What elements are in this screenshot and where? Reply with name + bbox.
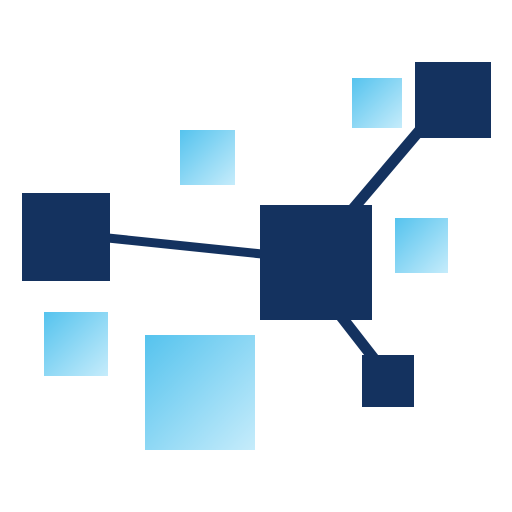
node-left: [22, 193, 110, 281]
tile-top-center: [180, 130, 235, 185]
link-hub-to-top-right: [347, 126, 425, 214]
node-bottom-right: [362, 355, 414, 407]
link-hub-to-bottom-right: [335, 311, 380, 364]
tile-bottom-large: [145, 335, 255, 450]
tile-top-right-small: [352, 78, 402, 128]
link-left-to-hub: [107, 233, 263, 259]
node-hub: [260, 205, 372, 320]
tile-left-lower: [44, 312, 108, 376]
tile-right-middle: [395, 218, 448, 273]
node-top-right: [415, 62, 491, 138]
